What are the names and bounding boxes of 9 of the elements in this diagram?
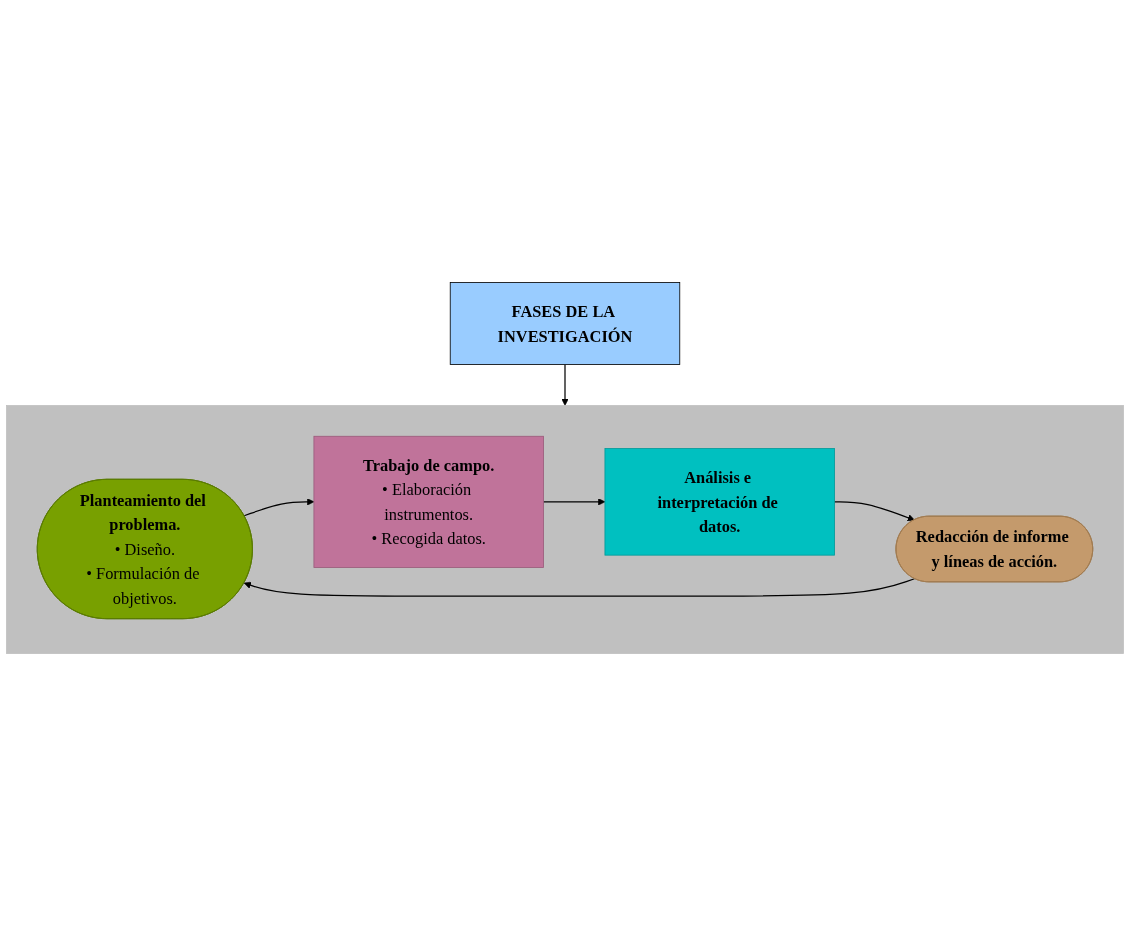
arrow xyxy=(243,578,916,597)
node-box: FASES DE LA INVESTIGACIÓN xyxy=(449,282,681,365)
node-box: Análisis e interpretación de datos. xyxy=(604,448,835,556)
cluster xyxy=(6,405,1124,654)
arrow xyxy=(243,498,315,517)
arrow xyxy=(833,501,915,522)
arrow xyxy=(542,498,606,506)
node-box: Trabajo de campo. • Elaboración instrumentos. • Recogida datos. xyxy=(313,435,544,568)
arrow xyxy=(561,363,569,406)
